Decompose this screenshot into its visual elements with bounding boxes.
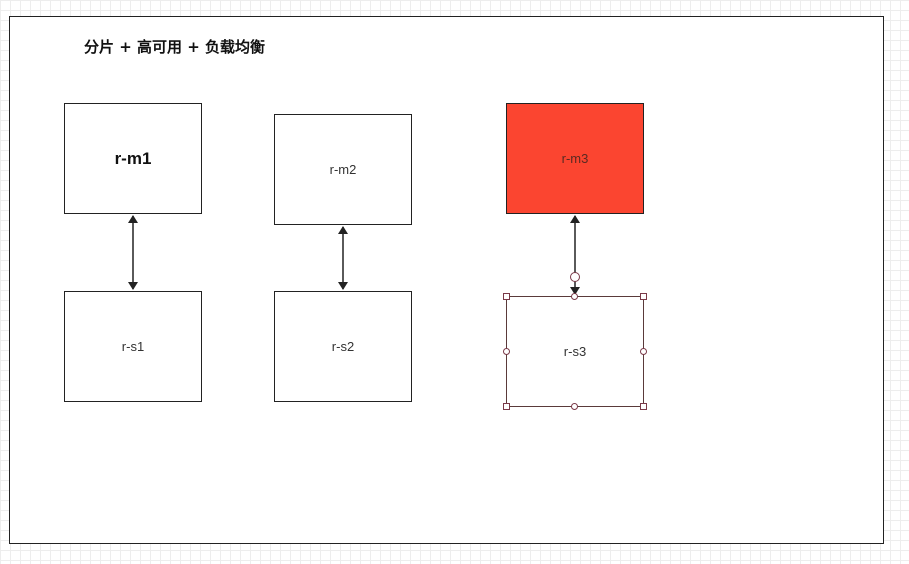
resize-handle-right[interactable]	[640, 348, 647, 355]
node-r-s2[interactable]: r-s2	[274, 291, 412, 402]
outer-container[interactable]	[9, 16, 884, 544]
resize-handle-bottom-right[interactable]	[640, 403, 647, 410]
node-r-s1[interactable]: r-s1	[64, 291, 202, 402]
node-r-m3[interactable]: r-m3	[506, 103, 644, 214]
resize-handle-top[interactable]	[571, 293, 578, 300]
resize-handle-bottom[interactable]	[571, 403, 578, 410]
resize-handle-top-right[interactable]	[640, 293, 647, 300]
resize-handle-left[interactable]	[503, 348, 510, 355]
node-r-m2[interactable]: r-m2	[274, 114, 412, 225]
resize-handle-top-left[interactable]	[503, 293, 510, 300]
node-r-s3[interactable]: r-s3	[506, 296, 644, 407]
node-r-m1[interactable]: r-m1	[64, 103, 202, 214]
diagram-title: 分片 + 高可用 + 负载均衡	[84, 38, 266, 56]
resize-handle-bottom-left[interactable]	[503, 403, 510, 410]
